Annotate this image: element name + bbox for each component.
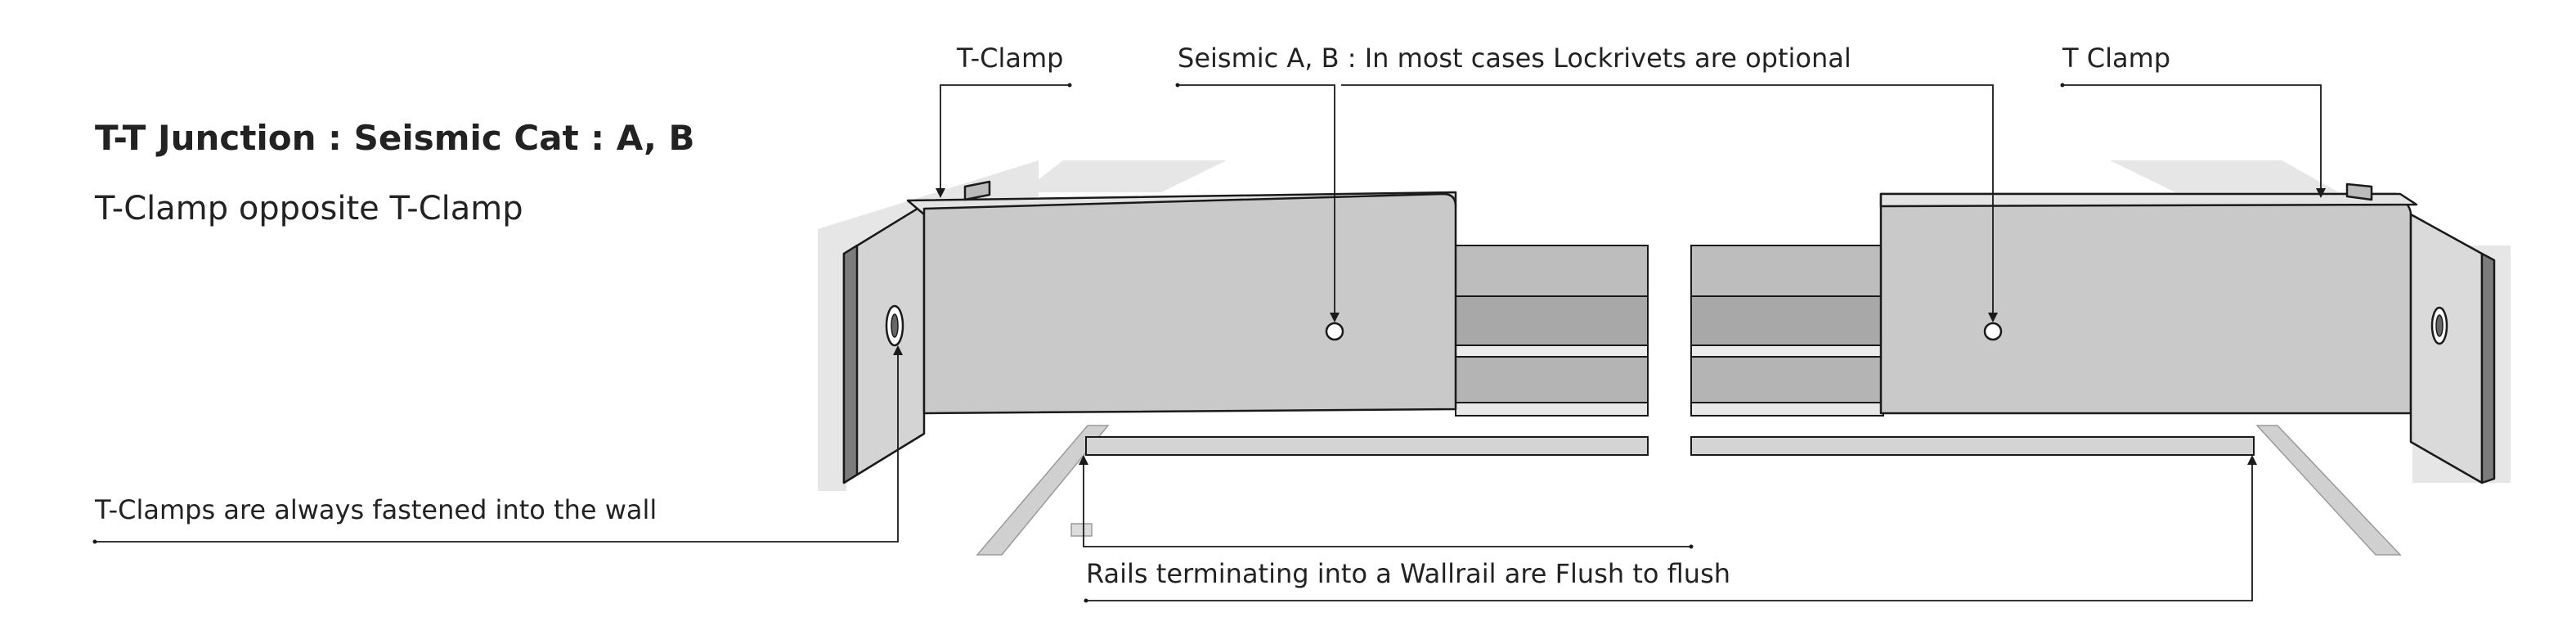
wallrail-strip-left (1085, 436, 1649, 456)
right-clamp-top-lip (1879, 192, 2418, 208)
rail-lower-left (1455, 356, 1649, 403)
right-wall-screw-head-icon (2435, 314, 2444, 337)
right-clamp-flange-edge (2480, 252, 2496, 484)
rail-lower-right (1690, 356, 1884, 403)
right-clamp-label: T Clamp (2062, 43, 2170, 74)
right-clamp-tab (2345, 182, 2373, 201)
right-top-shadow (2110, 160, 2339, 192)
right-lockrivet-hole (1983, 322, 2003, 341)
wall-fastening-label: T-Clamps are always fastened into the wa… (94, 494, 657, 525)
seismic-leader-right (1341, 84, 1998, 322)
left-clamp-face (922, 192, 1457, 415)
left-floor-rail (976, 425, 1110, 556)
left-clamp-label: T-Clamp (956, 43, 1063, 74)
rail-base-left (1455, 402, 1649, 417)
rails-flush-leader-left (1079, 455, 1694, 549)
rail-base-right (1690, 402, 1884, 417)
left-lockrivet-hole (1325, 322, 1344, 341)
wall-fastening-leader (92, 345, 903, 544)
rail-upper-left (1455, 245, 1649, 297)
rail-middle-right (1690, 295, 1884, 346)
right-clamp-leader (2060, 83, 2326, 198)
center-rails-right (1690, 245, 2255, 456)
right-floor-rail (2255, 425, 2402, 556)
wallrail-strip-right (1690, 436, 2255, 456)
rail-middle-left (1455, 295, 1649, 346)
left-wall-screw-head-icon (891, 313, 899, 338)
rails-flush-label: Rails terminating into a Wallrail are Fl… (1086, 558, 1730, 589)
right-clamp-face (1879, 192, 2412, 415)
seismic-leader-left (1175, 83, 1340, 322)
rail-gap-right (1690, 345, 1884, 358)
left-clamp-leader (936, 83, 1072, 198)
rails-flush-leader-right (1084, 455, 2257, 603)
right-clamp-wall-flange (2409, 213, 2484, 484)
seismic-note-label: Seismic A, B : In most cases Lockrivets … (1178, 43, 1851, 74)
left-wall-shadow (818, 245, 846, 491)
rail-gap-left (1455, 345, 1649, 358)
rail-upper-right (1690, 245, 1884, 297)
diagram-subtitle: T-Clamp opposite T-Clamp (94, 190, 523, 227)
left-clamp-flange-edge (842, 244, 859, 484)
leader-lines (92, 83, 2326, 603)
left-top-shadow (1022, 160, 1227, 192)
diagram-title: T-T Junction : Seismic Cat : A, B (95, 118, 695, 158)
left-floor-rail-end (1070, 523, 1093, 537)
center-rails-left (1085, 245, 1649, 456)
